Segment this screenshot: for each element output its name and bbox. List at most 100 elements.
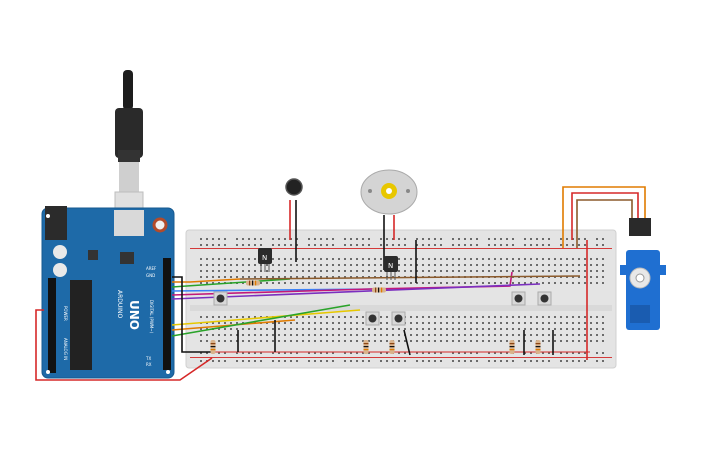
breadboard-hole[interactable] [338, 340, 340, 342]
breadboard-hole[interactable] [356, 328, 358, 330]
breadboard-hole[interactable] [476, 282, 478, 284]
breadboard-hole[interactable] [530, 258, 532, 260]
breadboard-hole[interactable] [200, 270, 202, 272]
breadboard-hole[interactable] [314, 282, 316, 284]
breadboard-hole[interactable] [212, 258, 214, 260]
breadboard-hole[interactable] [398, 340, 400, 342]
breadboard-hole[interactable] [356, 316, 358, 318]
breadboard-hole[interactable] [584, 270, 586, 272]
breadboard-hole[interactable] [596, 264, 598, 266]
breadboard-hole[interactable] [236, 360, 238, 362]
breadboard-hole[interactable] [476, 316, 478, 318]
breadboard-hole[interactable] [248, 244, 250, 246]
breadboard-hole[interactable] [452, 258, 454, 260]
breadboard-hole[interactable] [488, 264, 490, 266]
breadboard-hole[interactable] [218, 352, 220, 354]
breadboard-hole[interactable] [560, 352, 562, 354]
breadboard-hole[interactable] [212, 322, 214, 324]
breadboard-hole[interactable] [296, 360, 298, 362]
breadboard-hole[interactable] [410, 316, 412, 318]
breadboard-hole[interactable] [464, 282, 466, 284]
breadboard-hole[interactable] [578, 328, 580, 330]
breadboard-hole[interactable] [344, 334, 346, 336]
breadboard-hole[interactable] [548, 360, 550, 362]
breadboard-hole[interactable] [494, 328, 496, 330]
breadboard-hole[interactable] [422, 360, 424, 362]
breadboard-hole[interactable] [206, 352, 208, 354]
breadboard-hole[interactable] [368, 238, 370, 240]
breadboard-hole[interactable] [242, 328, 244, 330]
breadboard-hole[interactable] [260, 340, 262, 342]
breadboard-hole[interactable] [368, 328, 370, 330]
breadboard-hole[interactable] [308, 334, 310, 336]
breadboard-hole[interactable] [224, 238, 226, 240]
breadboard-hole[interactable] [326, 360, 328, 362]
breadboard-hole[interactable] [524, 244, 526, 246]
breadboard-hole[interactable] [440, 352, 442, 354]
breadboard-hole[interactable] [296, 276, 298, 278]
breadboard-hole[interactable] [350, 328, 352, 330]
breadboard-hole[interactable] [200, 334, 202, 336]
breadboard-hole[interactable] [284, 328, 286, 330]
breadboard-hole[interactable] [338, 282, 340, 284]
breadboard-hole[interactable] [542, 352, 544, 354]
breadboard-hole[interactable] [284, 276, 286, 278]
breadboard-hole[interactable] [548, 316, 550, 318]
breadboard-hole[interactable] [554, 328, 556, 330]
breadboard-hole[interactable] [296, 258, 298, 260]
breadboard-hole[interactable] [302, 276, 304, 278]
breadboard-hole[interactable] [386, 322, 388, 324]
breadboard-hole[interactable] [314, 334, 316, 336]
breadboard-hole[interactable] [236, 264, 238, 266]
breadboard-hole[interactable] [488, 340, 490, 342]
breadboard-hole[interactable] [506, 360, 508, 362]
breadboard-hole[interactable] [206, 316, 208, 318]
usb-port[interactable] [114, 210, 144, 236]
breadboard-hole[interactable] [428, 352, 430, 354]
wire-black-7[interactable] [403, 329, 411, 356]
breadboard-hole[interactable] [566, 328, 568, 330]
breadboard-hole[interactable] [578, 352, 580, 354]
breadboard-hole[interactable] [506, 282, 508, 284]
breadboard-hole[interactable] [362, 360, 364, 362]
breadboard-hole[interactable] [566, 258, 568, 260]
breadboard-hole[interactable] [458, 244, 460, 246]
breadboard-hole[interactable] [206, 258, 208, 260]
breadboard-hole[interactable] [596, 258, 598, 260]
push-button[interactable] [213, 291, 228, 306]
resistor[interactable] [372, 287, 386, 293]
breadboard-hole[interactable] [464, 316, 466, 318]
push-button[interactable] [391, 311, 406, 326]
breadboard-hole[interactable] [398, 264, 400, 266]
breadboard-hole[interactable] [338, 270, 340, 272]
breadboard-hole[interactable] [326, 244, 328, 246]
breadboard-hole[interactable] [476, 244, 478, 246]
breadboard-hole[interactable] [440, 264, 442, 266]
breadboard-hole[interactable] [584, 258, 586, 260]
breadboard-hole[interactable] [524, 270, 526, 272]
breadboard-hole[interactable] [482, 328, 484, 330]
breadboard-hole[interactable] [332, 328, 334, 330]
breadboard-hole[interactable] [578, 322, 580, 324]
breadboard-hole[interactable] [458, 352, 460, 354]
breadboard-hole[interactable] [302, 328, 304, 330]
breadboard-hole[interactable] [380, 264, 382, 266]
breadboard-hole[interactable] [494, 238, 496, 240]
breadboard-hole[interactable] [536, 316, 538, 318]
wire-red-5v[interactable] [35, 309, 213, 381]
breadboard-hole[interactable] [332, 340, 334, 342]
breadboard-hole[interactable] [578, 282, 580, 284]
breadboard-hole[interactable] [248, 352, 250, 354]
breadboard-hole[interactable] [326, 316, 328, 318]
power-jack[interactable] [45, 206, 67, 240]
push-buttons[interactable] [213, 291, 552, 326]
breadboard-hole[interactable] [338, 264, 340, 266]
breadboard-hole[interactable] [308, 352, 310, 354]
breadboard-hole[interactable] [458, 282, 460, 284]
breadboard-hole[interactable] [566, 334, 568, 336]
breadboard-hole[interactable] [332, 238, 334, 240]
breadboard-hole[interactable] [452, 316, 454, 318]
breadboard-hole[interactable] [506, 322, 508, 324]
breadboard-hole[interactable] [386, 360, 388, 362]
breadboard-hole[interactable] [314, 316, 316, 318]
